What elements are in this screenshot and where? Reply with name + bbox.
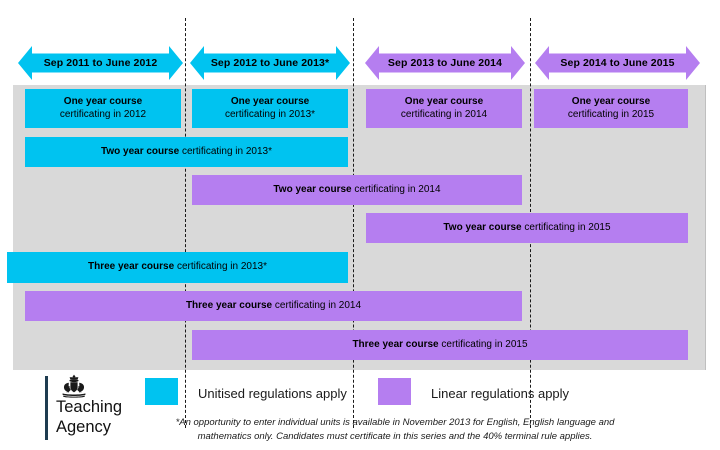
year-divider-2013 xyxy=(353,18,354,428)
year-arrow-2014-2015: Sep 2014 to June 2015 xyxy=(535,46,700,80)
course-bar-subtitle: certificating in 2013* xyxy=(181,145,273,157)
royal-crest-icon xyxy=(57,374,91,398)
course-bar-subtitle: certificating in 2015 xyxy=(567,108,655,120)
course-bar-title: One year course xyxy=(63,96,143,107)
course-bar-title: Three year course xyxy=(87,261,175,273)
course-bar-subtitle: certificating in 2013* xyxy=(224,108,316,120)
course-bar-title: Two year course xyxy=(100,145,180,157)
course-bar-subtitle: certificating in 2014 xyxy=(354,183,441,195)
course-bar-one-year-2013: One year course certificating in 2013* xyxy=(192,89,348,128)
course-bar-one-year-2012: One year course certificating in 2012 xyxy=(25,89,181,128)
course-bar-subtitle: certificating in 2015 xyxy=(524,221,611,233)
teaching-agency-logo: Teaching Agency xyxy=(45,374,140,444)
logo-rule xyxy=(45,376,48,440)
year-arrow-label: Sep 2011 to June 2012 xyxy=(43,57,158,69)
course-bar-three-year-2013: Three year course certificating in 2013* xyxy=(7,252,348,283)
course-bar-subtitle: certificating in 2013* xyxy=(176,261,267,273)
course-bar-three-year-2015: Three year course certificating in 2015 xyxy=(192,330,688,360)
year-arrow-2013-2014: Sep 2013 to June 2014 xyxy=(365,46,525,80)
legend-label-unitised: Unitised regulations apply xyxy=(198,386,347,401)
course-bar-title: Two year course xyxy=(443,221,522,233)
course-bar-title: One year course xyxy=(404,96,484,107)
logo-line-1: Teaching xyxy=(56,398,123,416)
course-bar-subtitle: certificating in 2014 xyxy=(400,108,488,120)
legend-label-linear: Linear regulations apply xyxy=(431,386,570,401)
course-bar-one-year-2014: One year course certificating in 2014 xyxy=(366,89,522,128)
year-arrow-2011-2012: Sep 2011 to June 2012 xyxy=(18,46,183,80)
year-arrow-label: Sep 2014 to June 2015 xyxy=(560,57,675,69)
year-arrow-label: Sep 2012 to June 2013* xyxy=(210,57,330,69)
year-arrow-label: Sep 2013 to June 2014 xyxy=(387,57,503,69)
course-bar-one-year-2015: One year course certificating in 2015 xyxy=(534,89,688,128)
logo-line-2: Agency xyxy=(56,417,112,436)
course-bar-subtitle: certificating in 2015 xyxy=(441,338,528,350)
course-bar-subtitle: certificating in 2014 xyxy=(274,299,362,311)
course-bar-title: One year course xyxy=(571,96,651,107)
footnote-text: *An opportunity to enter individual unit… xyxy=(175,417,615,443)
course-bar-two-year-2014: Two year course certificating in 2014 xyxy=(192,175,522,205)
legend-swatch-linear xyxy=(378,378,411,405)
course-bar-two-year-2015: Two year course certificating in 2015 xyxy=(366,213,688,243)
course-bar-subtitle: certificating in 2012 xyxy=(59,108,147,120)
course-bar-two-year-2013: Two year course certificating in 2013* xyxy=(25,137,348,167)
course-bar-three-year-2014: Three year course certificating in 2014 xyxy=(25,291,522,321)
course-bar-title: Three year course xyxy=(352,338,439,350)
year-arrow-2012-2013: Sep 2012 to June 2013* xyxy=(190,46,350,80)
course-bar-title: Two year course xyxy=(273,183,352,195)
course-bar-title: Three year course xyxy=(185,299,273,311)
course-bar-title: One year course xyxy=(230,96,310,107)
legend-swatch-unitised xyxy=(145,378,178,405)
year-divider-2012 xyxy=(185,18,186,428)
logo-wordmark: Teaching Agency xyxy=(56,398,122,438)
